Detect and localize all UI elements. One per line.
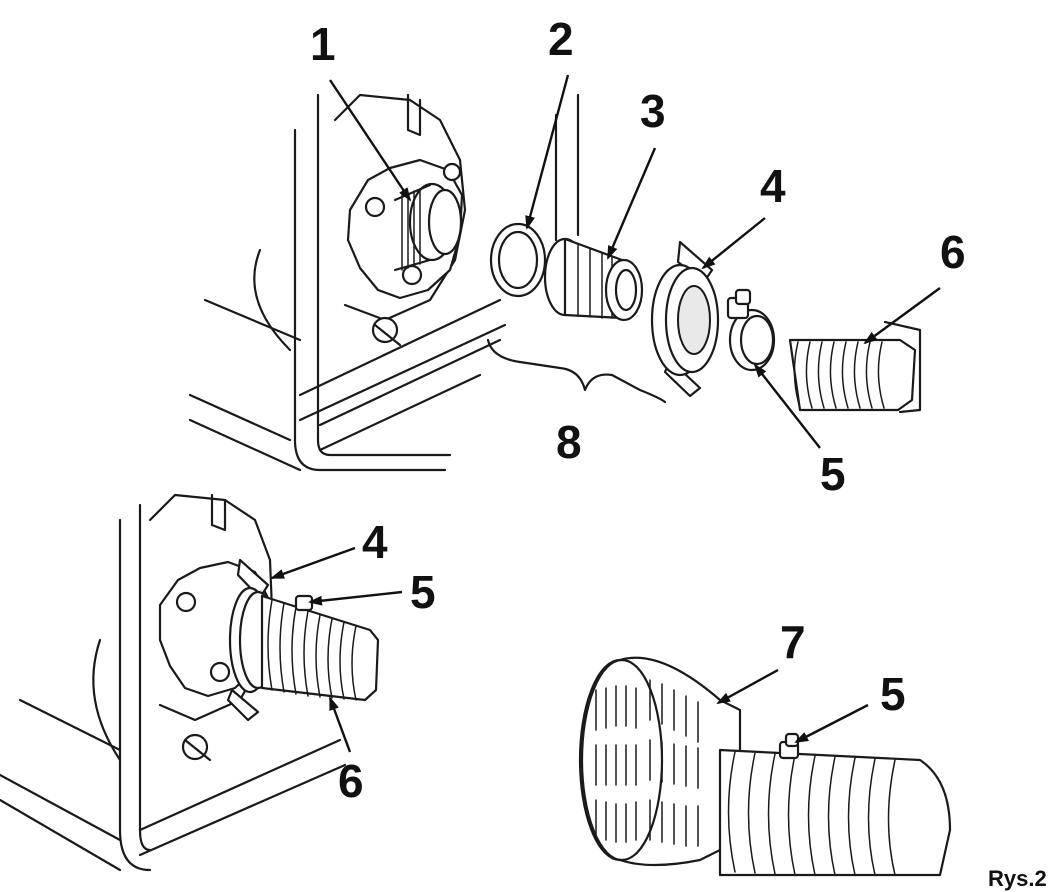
callout-3: 3 — [640, 85, 666, 137]
leader-arrows — [270, 74, 941, 753]
assembled-hose-lower — [260, 594, 380, 702]
assembled-wing-nut — [226, 558, 278, 722]
arrow-3 — [606, 147, 657, 260]
pump-frame-lower — [0, 503, 347, 872]
callout-5-lower: 5 — [410, 566, 436, 618]
arrow-2 — [525, 74, 570, 230]
arrow-5 — [753, 363, 821, 449]
callout-2: 2 — [548, 13, 574, 65]
callout-6-lower: 6 — [338, 755, 364, 807]
arrow-6-lower — [328, 696, 352, 753]
callout-5: 5 — [820, 448, 846, 500]
arrow-7 — [716, 668, 779, 705]
callout-4-lower: 4 — [362, 516, 388, 568]
figure-label: Rys.2 — [988, 866, 1047, 891]
arrow-6 — [863, 287, 941, 345]
arrow-4 — [701, 217, 766, 270]
callout-6: 6 — [940, 226, 966, 278]
threaded-outlet-port-1 — [393, 182, 463, 272]
strainer-hose — [718, 732, 952, 877]
bracket-8 — [486, 338, 667, 404]
arrow-5-strainer — [794, 703, 869, 744]
callout-7: 7 — [780, 616, 806, 668]
suction-hose-6 — [788, 320, 922, 414]
callout-4: 4 — [760, 160, 786, 212]
pump-frame-top — [188, 93, 507, 472]
hose-clamp-5 — [726, 288, 776, 372]
arrow-5-lower — [308, 590, 403, 606]
callout-8: 8 — [556, 416, 582, 468]
callout-1: 1 — [310, 18, 336, 70]
arrow-4-lower — [270, 546, 356, 580]
strainer-basket-7 — [578, 656, 742, 867]
callout-5-strainer: 5 — [880, 668, 906, 720]
wing-nut-4 — [650, 240, 720, 398]
arrow-1 — [329, 79, 412, 202]
pump-housing-top — [333, 93, 467, 347]
thin-rods — [554, 93, 580, 242]
hose-connector-3 — [543, 237, 644, 322]
callout-labels: 1 2 3 4 6 8 5 4 5 6 7 5 Rys.2 — [310, 13, 1047, 891]
sealing-gasket-2 — [489, 222, 547, 298]
